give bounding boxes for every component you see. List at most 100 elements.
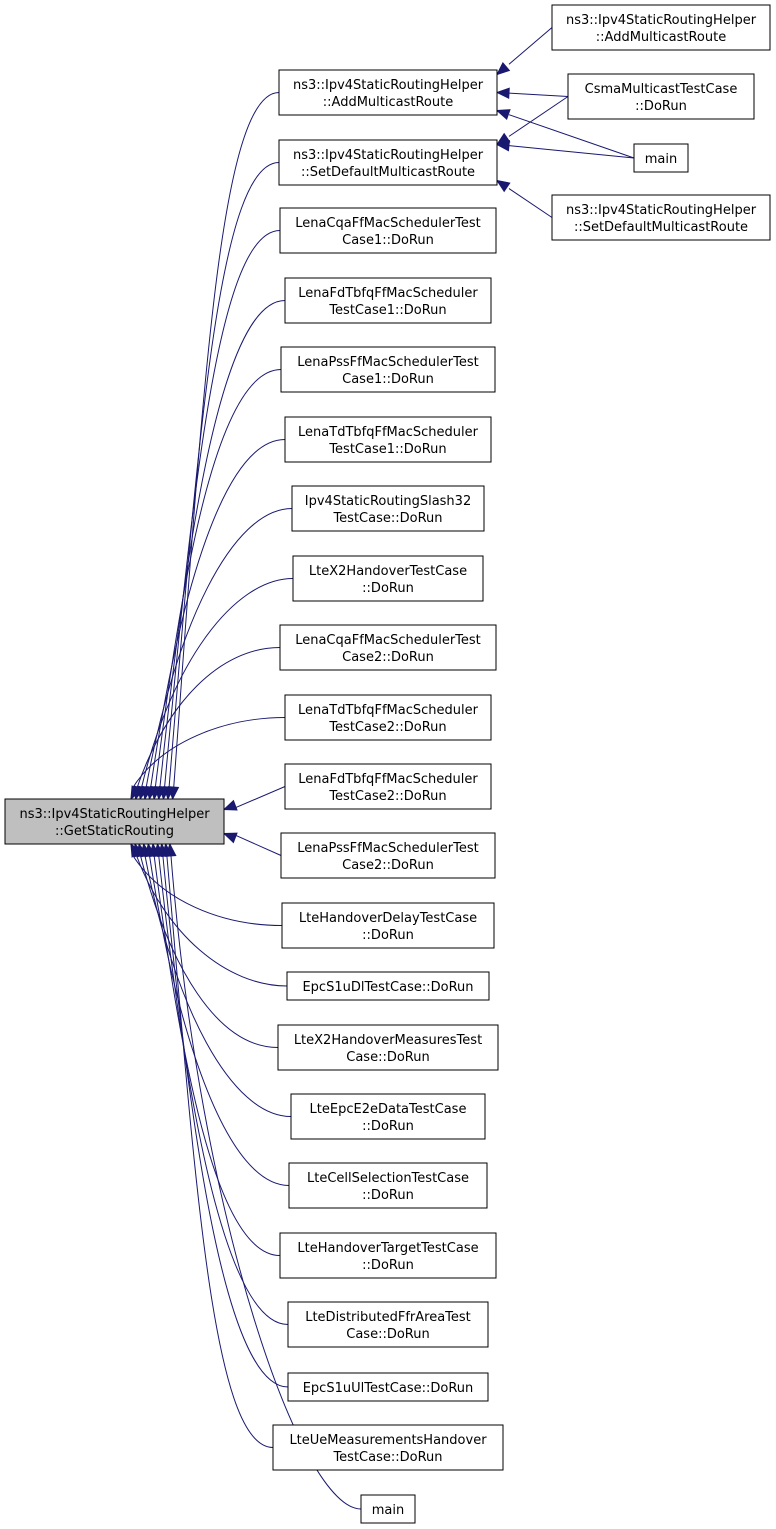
nodes-layer: ns3::Ipv4StaticRoutingHelper::GetStaticR… [4,4,771,1524]
node-label-line: ns3::Ipv4StaticRoutingHelper [566,13,757,28]
node-label-line: ::DoRun [362,1119,414,1134]
edge-line [233,786,286,809]
node-hotarget[interactable]: LteHandoverTargetTestCase::DoRun [279,1232,497,1279]
edge-line [158,853,289,1325]
edge-line [508,27,553,65]
node-label-line: TestCase2::DoRun [328,789,446,804]
edge-setdef2-to-setdef [495,179,553,218]
edge-line [140,578,294,790]
node-main1[interactable]: main [633,143,689,173]
arrowhead-icon [495,140,511,152]
node-box [279,624,497,671]
node-box [287,1372,489,1402]
edge-cqa1-to-root [158,230,281,801]
node-label-line: LteX2HandoverTestCase [309,564,467,579]
arrowhead-icon [165,842,177,857]
edge-line [136,647,281,790]
node-box [290,1093,486,1140]
node-setdef2[interactable]: ns3::Ipv4StaticRoutingHelper::SetDefault… [551,194,771,241]
edge-s1udl-to-root [133,842,288,987]
node-label-line: ::SetDefaultMulticastRoute [301,165,475,180]
node-label-line: LenaTdTbfqFfMacScheduler [298,425,479,440]
node-addmc2[interactable]: ns3::Ipv4StaticRoutingHelper::AddMultica… [551,4,771,51]
node-label-line: LenaPssFfMacSchedulerTest [297,841,478,856]
edge-line [135,853,288,987]
edge-tdtbfq1-to-root [145,439,286,801]
node-box [551,194,771,241]
edge-main2-to-root [165,842,362,1510]
node-label-line: TestCase2::DoRun [328,720,446,735]
node-label-line: Ipv4StaticRoutingSlash32 [305,494,471,509]
edge-line [166,853,274,1448]
node-label-line: ::AddMulticastRoute [323,95,453,110]
arrowhead-icon [222,799,238,811]
node-addmc[interactable]: ns3::Ipv4StaticRoutingHelper::AddMultica… [278,69,498,116]
edge-x2meas-to-root [136,842,279,1048]
edge-fdtbfq2-to-root [222,786,286,811]
node-main2[interactable]: main [360,1494,416,1524]
edge-pss1-to-root [149,369,282,801]
node-label-line: TestCase::DoRun [332,511,442,526]
node-box [287,1301,489,1348]
edge-main1-to-setdef [495,140,635,159]
edge-line [508,96,569,137]
edge-line [508,188,553,218]
node-label-line: Case2::DoRun [342,650,434,665]
arrowhead-icon [495,87,510,99]
node-box [277,1024,499,1071]
node-label-line: LenaTdTbfqFfMacScheduler [298,703,479,718]
node-box [288,1162,488,1209]
node-label-line: TestCase1::DoRun [328,303,446,318]
node-s1udl[interactable]: EpcS1uDlTestCase::DoRun [286,971,490,1001]
node-cellsel[interactable]: LteCellSelectionTestCase::DoRun [288,1162,488,1209]
node-s1uul[interactable]: EpcS1uUlTestCase::DoRun [287,1372,489,1402]
node-box [4,798,225,845]
node-e2e[interactable]: LteEpcE2eDataTestCase::DoRun [290,1093,486,1140]
node-label-line: main [645,152,677,167]
node-label-line: Case1::DoRun [342,233,434,248]
edge-e2e-to-root [140,842,292,1117]
node-hodelay[interactable]: LteHandoverDelayTestCase::DoRun [281,902,495,949]
node-label-line: Case2::DoRun [342,858,434,873]
edge-hotarget-to-root [148,842,281,1256]
node-label-line: Case1::DoRun [342,372,434,387]
edge-ffrarea-to-root [153,842,289,1325]
edge-line [170,853,362,1510]
node-csma[interactable]: CsmaMulticastTestCase::DoRun [567,73,755,120]
node-label-line: ::DoRun [362,928,414,943]
node-box [280,832,496,879]
node-label-line: LteHandoverDelayTestCase [299,911,477,926]
node-box [284,694,492,741]
node-x2ho[interactable]: LteX2HandoverTestCase::DoRun [292,555,484,602]
node-box [360,1494,416,1524]
edge-line [173,92,280,790]
arrowhead-icon [222,832,238,844]
node-label-line: LteX2HandoverMeasuresTest [294,1033,482,1048]
node-label-line: EpcS1uDlTestCase::DoRun [302,980,473,995]
edge-line [168,162,280,790]
node-box [284,416,492,463]
node-label-line: ::GetStaticRouting [55,824,174,839]
node-setdef[interactable]: ns3::Ipv4StaticRoutingHelper::SetDefault… [278,139,498,186]
node-box [279,1232,497,1279]
node-label-line: LteHandoverTargetTestCase [297,1241,478,1256]
edge-line [153,853,281,1256]
node-label-line: ::DoRun [362,1188,414,1203]
root-node[interactable]: ns3::Ipv4StaticRoutingHelper::GetStaticR… [4,798,225,845]
node-label-line: Case::DoRun [346,1327,429,1342]
edge-x2ho-to-root [137,578,294,801]
edge-line [144,853,292,1117]
